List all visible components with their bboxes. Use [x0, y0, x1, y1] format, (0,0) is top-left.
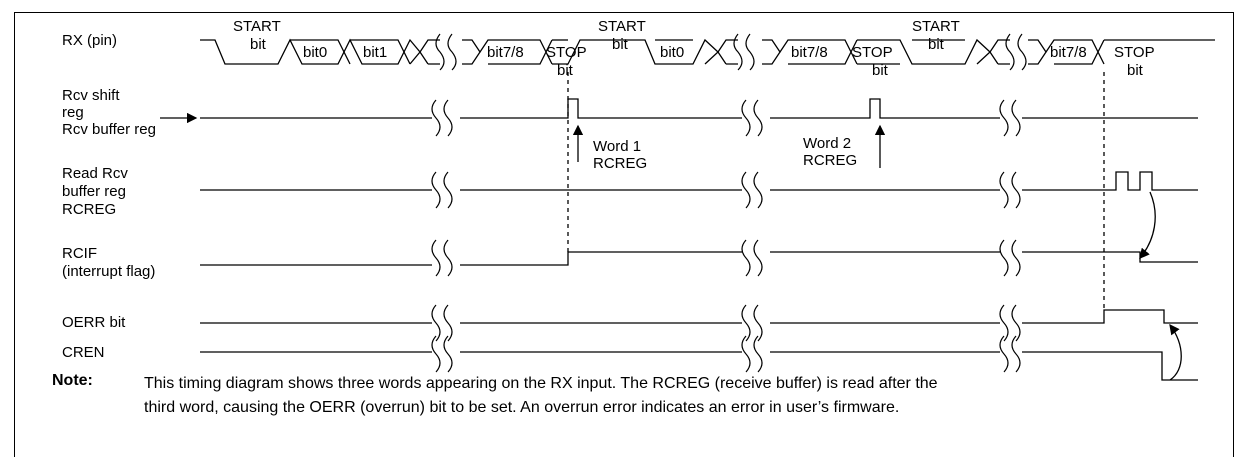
rcv-shift-waveform [200, 98, 1198, 119]
rx-start-label-3: START [912, 18, 960, 35]
rx-bit1-1: bit1 [363, 44, 387, 61]
note-line-1: This timing diagram shows three words ap… [144, 375, 938, 392]
rx-break-marks [435, 33, 1027, 71]
label-cren: CREN [62, 344, 105, 361]
word2-label-2: RCREG [803, 152, 857, 169]
rcif-clear-arrow [1139, 191, 1156, 259]
signal-break-marks [431, 99, 1021, 373]
label-read-3: RCREG [62, 201, 116, 218]
rx-start-bit-2: bit [612, 36, 629, 53]
cren-waveform [200, 351, 1198, 381]
label-rx: RX (pin) [62, 32, 117, 49]
rcif-waveform [200, 251, 1198, 266]
oerr-clear-arrow [1169, 323, 1182, 381]
rx-stop-label-1: STOP [546, 44, 587, 61]
rx-start-label-2: START [598, 18, 646, 35]
rx-start-bit-3: bit [928, 36, 945, 53]
rx-start-bit-1: bit [250, 36, 267, 53]
oerr-waveform [200, 309, 1198, 324]
label-rcv-buffer: Rcv buffer reg [62, 121, 156, 138]
note-line-2: third word, causing the OERR (overrun) b… [144, 399, 900, 416]
diagram-frame [14, 12, 1234, 457]
rx-start-label-1: START [233, 18, 281, 35]
label-oerr: OERR bit [62, 314, 126, 331]
rx-stop-label-3: STOP [1114, 44, 1155, 61]
word2-label-1: Word 2 [803, 135, 851, 152]
note-text: This timing diagram shows three words ap… [144, 372, 1204, 420]
note-label: Note: [52, 372, 93, 389]
label-rcv-shift-2: reg [62, 104, 84, 121]
rx-bit78-2: bit7/8 [791, 44, 828, 61]
rx-stop-bit-2: bit [872, 62, 889, 79]
label-rcif-2: (interrupt flag) [62, 263, 155, 280]
word1-label-2: RCREG [593, 155, 647, 172]
rx-stop-bit-1: bit [557, 62, 574, 79]
rx-stop-label-2: STOP [852, 44, 893, 61]
label-rcif-1: RCIF [62, 245, 97, 262]
rx-bit0-1: bit0 [303, 44, 327, 61]
rx-bit0-2: bit0 [660, 44, 684, 61]
rx-stop-bit-3: bit [1127, 62, 1144, 79]
rx-bit78-1: bit7/8 [487, 44, 524, 61]
dashed-guides [567, 72, 1105, 310]
read-rcreg-waveform [200, 171, 1198, 191]
word1-label-1: Word 1 [593, 138, 641, 155]
label-rcv-shift-1: Rcv shift [62, 87, 120, 104]
label-read-1: Read Rcv [62, 165, 128, 182]
rx-bit78-3: bit7/8 [1050, 44, 1087, 61]
label-read-2: buffer reg [62, 183, 126, 200]
rx-waveform [200, 38, 1215, 65]
